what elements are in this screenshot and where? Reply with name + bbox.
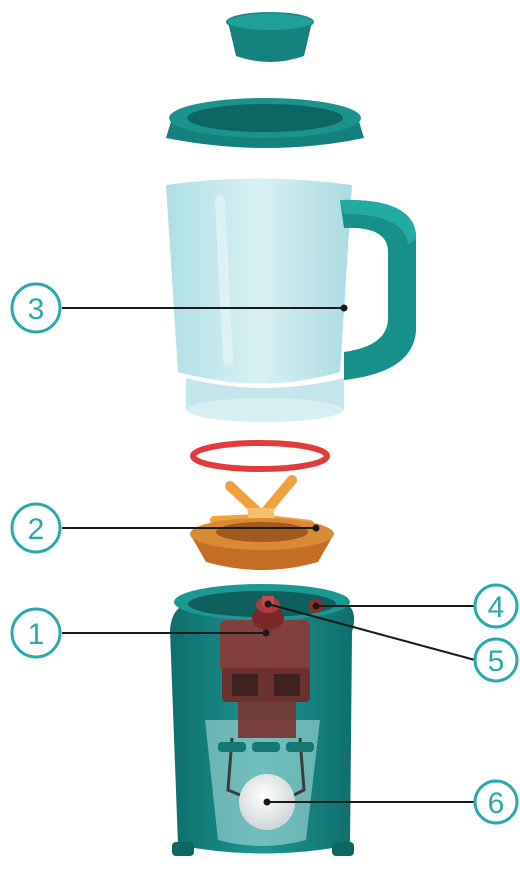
control-buttons: [218, 742, 314, 752]
callout-3: 3: [12, 284, 60, 332]
svg-text:4: 4: [488, 591, 505, 624]
callout-4: 4: [475, 585, 517, 627]
callout-2: 2: [12, 504, 60, 552]
svg-text:5: 5: [488, 645, 505, 678]
svg-text:2: 2: [28, 513, 45, 546]
jar-handle: [340, 200, 416, 380]
gasket-ring: [193, 443, 327, 469]
callout-1: 1: [12, 609, 60, 657]
svg-text:6: 6: [488, 787, 505, 820]
jar-lid: [166, 98, 364, 148]
svg-text:1: 1: [28, 618, 45, 651]
blender-jar: [166, 179, 352, 423]
blade-assembly: [190, 480, 334, 570]
svg-text:3: 3: [28, 293, 45, 326]
lid-cap: [226, 12, 314, 62]
callout-6: 6: [475, 781, 517, 823]
callout-5: 5: [475, 639, 517, 681]
